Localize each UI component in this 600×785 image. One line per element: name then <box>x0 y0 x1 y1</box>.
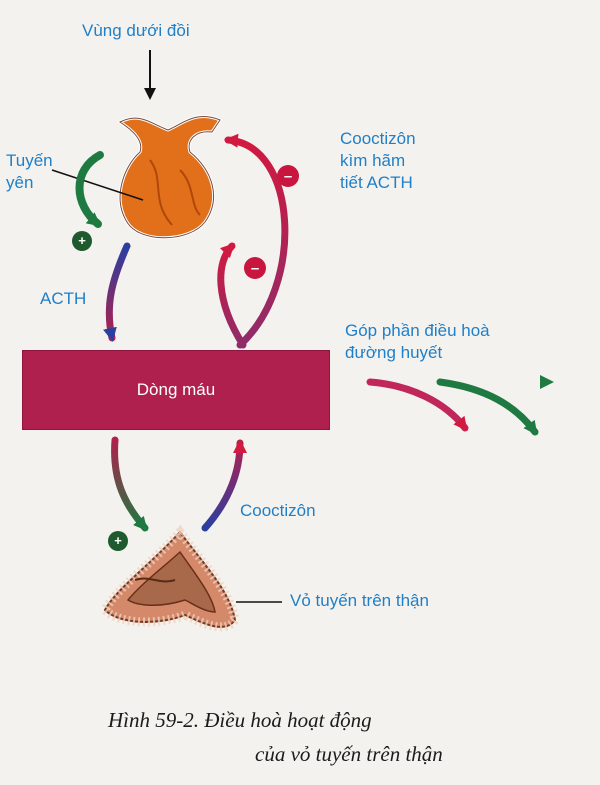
pituitary-pointer <box>51 169 144 201</box>
glucose-arrow-red <box>366 378 469 432</box>
pituitary-stimulate-arrow <box>75 151 104 228</box>
feedback-label-line1: Cooctizôn <box>340 129 416 148</box>
acth-arrow <box>103 242 131 342</box>
pituitary-label-line2: yên <box>6 173 34 192</box>
inhibit-arrow-inner <box>217 242 247 349</box>
feedback-label: Cooctizôn kìm hãm tiết ACTH <box>340 128 416 194</box>
inhibit-sign-icon-bottom <box>244 257 266 279</box>
inhibit-sign-text-bottom: – <box>251 260 259 277</box>
pituitary-label: Tuyến yên <box>6 150 53 194</box>
glucose-label-line1: Góp phần điều hoà <box>345 321 490 340</box>
inhibit-sign-icon-top <box>277 165 299 187</box>
adrenal-stimulate-sign-text: + <box>114 533 122 548</box>
glucose-label: Góp phần điều hoà đường huyết <box>345 320 490 364</box>
stimulate-sign-text: + <box>78 233 86 248</box>
adrenal-stimulate-sign-icon <box>108 531 128 551</box>
adrenal-stimulate-arrow <box>111 436 149 532</box>
acth-label: ACTH <box>40 289 87 308</box>
feedback-label-line3: tiết ACTH <box>340 173 413 192</box>
inhibit-sign-text-top: – <box>284 168 292 185</box>
adrenal-gland-icon <box>99 524 240 632</box>
inhibit-arrow-outer <box>224 133 289 349</box>
pituitary-gland-icon <box>117 115 223 240</box>
adrenal-label: Vỏ tuyến trên thận <box>290 591 429 610</box>
bloodstream-band: Dòng máu <box>22 350 330 430</box>
glucose-label-line2: đường huyết <box>345 343 443 362</box>
cortisol-label: Cooctizôn <box>240 501 316 520</box>
hypothalamus-label: Vùng dưới đồi <box>82 21 190 40</box>
bloodstream-label: Dòng máu <box>136 380 216 399</box>
figure-caption-line1: Hình 59-2. Điều hoà hoạt động <box>108 708 372 732</box>
stimulate-sign-icon <box>72 231 92 251</box>
glucose-arrow-green <box>436 378 539 436</box>
figure-caption-line2: của vỏ tuyến trên thận <box>255 742 443 766</box>
feedback-label-line2: kìm hãm <box>340 151 406 170</box>
cortisol-arrow <box>201 439 247 532</box>
pituitary-label-line1: Tuyến <box>6 151 53 170</box>
